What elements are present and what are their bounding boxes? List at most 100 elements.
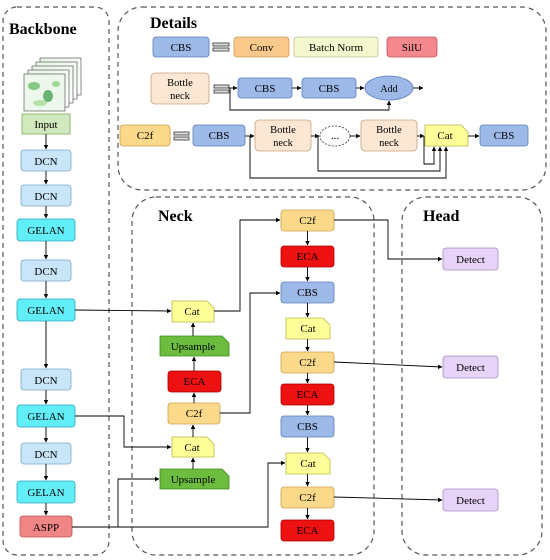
svg-text:Cat: Cat [300, 458, 315, 470]
svg-text:Batch Norm: Batch Norm [309, 42, 364, 54]
c2f-bottleneck-a: Bottle neck [254, 119, 312, 152]
neck-cbs-1: CBS [280, 281, 335, 304]
neck-upsample-2: Upsample [159, 468, 230, 490]
bottleneck-cbs-2: CBS [301, 77, 357, 99]
svg-text:DCN: DCN [34, 156, 57, 168]
dcn-node-3: DCN [20, 259, 72, 282]
detect-3: Detect [442, 488, 499, 512]
svg-text:CBS: CBS [171, 42, 192, 54]
ellipsis-cloud: ... [319, 125, 351, 147]
neck-c2f-1: C2f [167, 402, 221, 425]
input-node: Input [21, 113, 71, 135]
c2f-bottleneck-b: Bottle neck [360, 119, 418, 152]
neck-cbs-2: CBS [280, 415, 335, 438]
svg-text:ECA: ECA [297, 389, 319, 401]
dcn-node-4: DCN [20, 368, 72, 391]
svg-text:ASPP: ASPP [33, 522, 59, 534]
gelan-node-1: GELAN [16, 218, 76, 242]
aspp-node: ASPP [19, 515, 73, 538]
svg-text:Cat: Cat [184, 442, 199, 454]
c2f-arrows [245, 133, 480, 179]
svg-text:Detect: Detect [456, 495, 485, 507]
neck-title: Neck [158, 208, 193, 225]
svg-text:Cat: Cat [300, 323, 315, 335]
svg-text:GELAN: GELAN [27, 411, 64, 423]
bottleneck-arrows [228, 85, 424, 111]
svg-text:Cat: Cat [437, 130, 452, 142]
head-title: Head [423, 208, 460, 225]
svg-text:ECA: ECA [297, 525, 319, 537]
gelan-node-3: GELAN [16, 404, 76, 428]
detect-1: Detect [442, 247, 499, 271]
svg-text:CBS: CBS [255, 83, 276, 95]
svg-text:CBS: CBS [494, 130, 515, 142]
svg-text:SilU: SilU [402, 42, 422, 54]
neck-c2f-top: C2f [280, 209, 335, 232]
svg-text:Upsample: Upsample [171, 474, 216, 486]
gelan-node-4: GELAN [16, 480, 76, 504]
detect-2: Detect [442, 355, 499, 379]
bottleneck-cbs-1: CBS [237, 77, 293, 99]
neck-eca-mid: ECA [280, 383, 335, 406]
svg-text:CBS: CBS [297, 421, 318, 433]
neck-cat-2: Cat [171, 436, 215, 458]
backbone-title: Backbone [9, 21, 77, 38]
svg-text:Bottle: Bottle [376, 125, 402, 136]
gelan-node-2: GELAN [16, 298, 76, 322]
svg-text:GELAN: GELAN [27, 487, 64, 499]
svg-text:CBS: CBS [297, 287, 318, 299]
svg-text:C2f: C2f [186, 408, 203, 420]
input-image-stack [23, 57, 82, 112]
svg-text:Bottle: Bottle [270, 125, 296, 136]
svg-text:Upsample: Upsample [171, 341, 216, 353]
equals-icon [213, 84, 230, 94]
svg-text:Bottle: Bottle [167, 78, 193, 89]
neck-upsample-1: Upsample [159, 335, 230, 357]
neck-frame [131, 196, 375, 556]
svg-text:...: ... [331, 130, 340, 142]
svg-text:C2f: C2f [299, 357, 316, 369]
svg-text:CBS: CBS [319, 83, 340, 95]
legend-cbs: CBS [152, 36, 210, 58]
dcn-node-1: DCN [20, 149, 72, 172]
neck-eca-1: ECA [167, 370, 222, 393]
svg-text:Add: Add [380, 84, 397, 95]
neck-connectors [72, 217, 443, 528]
add-node: Add [364, 75, 414, 101]
dcn-node-5: DCN [20, 442, 72, 465]
c2f-cbs: CBS [192, 124, 246, 147]
neck-eca-top: ECA [280, 245, 335, 268]
svg-text:DCN: DCN [34, 266, 57, 278]
equals-icon [212, 42, 230, 52]
details-frame [117, 6, 547, 191]
svg-text:C2f: C2f [299, 215, 316, 227]
dcn-node-2: DCN [20, 184, 72, 207]
svg-text:GELAN: GELAN [27, 225, 64, 237]
svg-text:DCN: DCN [34, 191, 57, 203]
svg-text:DCN: DCN [34, 449, 57, 461]
svg-text:Cat: Cat [184, 306, 199, 318]
neck-c2f-bottom: C2f [280, 486, 335, 509]
svg-text:Conv: Conv [250, 42, 274, 54]
neck-cat-r2: Cat [285, 452, 331, 475]
c2f-cat: Cat [424, 124, 469, 147]
legend-conv: Conv [233, 36, 290, 58]
details-title: Details [150, 15, 197, 32]
svg-text:ECA: ECA [184, 376, 206, 388]
neck-c2f-mid: C2f [280, 351, 335, 374]
svg-text:ECA: ECA [297, 251, 319, 263]
c2f-def: C2f [119, 124, 171, 147]
svg-text:Input: Input [34, 119, 57, 131]
c2f-out-cbs: CBS [479, 124, 529, 147]
svg-text:neck: neck [273, 138, 294, 149]
svg-text:neck: neck [170, 91, 191, 102]
backbone-frame [2, 6, 110, 556]
legend-batch-norm: Batch Norm [293, 36, 379, 58]
equals-icon [173, 131, 190, 141]
bottleneck-def: Bottle neck [150, 72, 210, 105]
svg-text:CBS: CBS [209, 130, 230, 142]
neck-cat-1: Cat [171, 300, 215, 323]
neck-eca-bottom: ECA [280, 519, 335, 542]
svg-text:neck: neck [379, 138, 400, 149]
